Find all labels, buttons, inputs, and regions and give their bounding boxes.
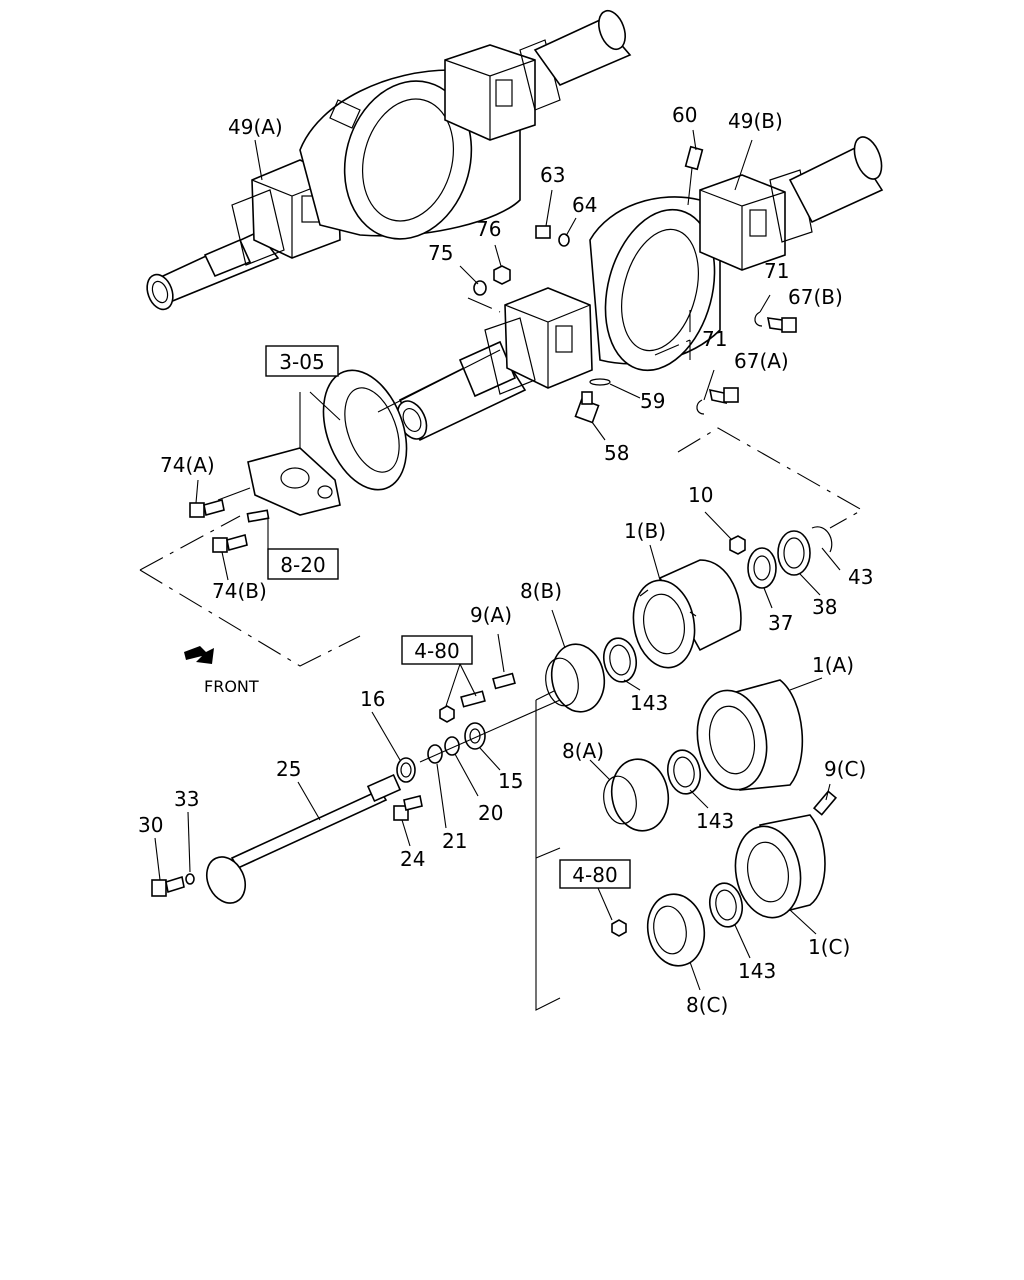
stud-9a <box>492 672 516 690</box>
ref-box-3-05: 3-05 <box>265 345 339 377</box>
leader-lines <box>154 129 841 991</box>
label-38: 38 <box>812 595 837 619</box>
label-43: 43 <box>848 565 873 589</box>
label-76: 76 <box>476 217 501 241</box>
label-9c: 9(C) <box>824 757 866 781</box>
label-58: 58 <box>604 441 629 465</box>
ref-3-05-text: 3-05 <box>279 350 324 374</box>
part-labels: 49(A) 49(B) 60 63 64 76 75 71 67(B) 71 6… <box>138 103 873 1017</box>
bolt-63 <box>535 225 551 239</box>
label-8c: 8(C) <box>686 993 728 1017</box>
ring-20 <box>444 736 460 756</box>
brake-anchor-bracket <box>247 447 341 516</box>
label-9a: 9(A) <box>470 603 512 627</box>
label-10: 10 <box>688 483 713 507</box>
bolt-67a <box>708 387 739 405</box>
ref-box-4-80-upper: 4-80 <box>401 635 473 665</box>
bearing-15 <box>464 722 486 750</box>
label-67b: 67(B) <box>788 285 843 309</box>
nut-76 <box>493 265 511 285</box>
hub-8c <box>646 893 706 967</box>
label-64: 64 <box>572 193 597 217</box>
label-1c: 1(C) <box>808 935 850 959</box>
bearing-37 <box>747 547 777 589</box>
bolt-30 <box>151 875 185 897</box>
ring-21 <box>427 744 443 764</box>
label-1a: 1(A) <box>812 653 854 677</box>
label-21: 21 <box>442 829 467 853</box>
gasket-59 <box>589 378 611 386</box>
label-59: 59 <box>640 389 665 413</box>
snap-ring-43 <box>811 526 833 553</box>
oil-seal-143-middle <box>666 749 702 795</box>
label-25: 25 <box>276 757 301 781</box>
axle-housing-49b <box>396 136 884 442</box>
label-8a: 8(A) <box>562 739 604 763</box>
drum-1c <box>734 814 826 919</box>
nut-4-80-lower <box>611 919 627 937</box>
bolt-74b <box>212 533 248 553</box>
pin-8-20 <box>246 509 270 523</box>
nut-10 <box>729 535 746 555</box>
stud-9c <box>812 790 838 816</box>
front-label: FRONT <box>204 677 259 696</box>
label-143-upper: 143 <box>630 691 668 715</box>
front-arrow-icon <box>184 646 214 664</box>
label-20: 20 <box>478 801 503 825</box>
nut-4-80-upper <box>439 690 486 723</box>
label-1b: 1(B) <box>624 519 666 543</box>
bolt-24 <box>393 795 423 821</box>
hub-1b <box>632 559 742 669</box>
label-74b: 74(B) <box>212 579 267 603</box>
drum-1a <box>696 679 804 791</box>
axle-shaft-25 <box>205 773 402 904</box>
label-24: 24 <box>400 847 425 871</box>
label-30: 30 <box>138 813 163 837</box>
washer-33 <box>185 873 195 885</box>
label-71-lower: 71 <box>702 327 727 351</box>
ref-4-80-lower-text: 4-80 <box>572 863 617 887</box>
label-67a: 67(A) <box>734 349 789 373</box>
bolt-74a <box>189 498 225 518</box>
label-74a: 74(A) <box>160 453 215 477</box>
ref-8-20-text: 8-20 <box>280 553 325 577</box>
label-16: 16 <box>360 687 385 711</box>
label-37: 37 <box>768 611 793 635</box>
oil-seal-143-lower <box>708 882 744 928</box>
ref-box-8-20: 8-20 <box>267 548 339 580</box>
bolt-67b <box>766 317 797 333</box>
washer-64 <box>558 233 570 247</box>
oil-seal-16 <box>396 757 416 783</box>
lock-ring-71b <box>754 311 763 327</box>
label-75: 75 <box>428 241 453 265</box>
oil-seal-38 <box>777 530 811 576</box>
label-71-upper: 71 <box>764 259 789 283</box>
hub-8a <box>603 758 670 832</box>
label-60: 60 <box>672 103 697 127</box>
axle-housing-49a <box>146 9 632 311</box>
ref-box-4-80-lower: 4-80 <box>559 859 631 889</box>
label-49a: 49(A) <box>228 115 283 139</box>
label-49b: 49(B) <box>728 109 783 133</box>
breather-60 <box>684 145 704 206</box>
label-8b: 8(B) <box>520 579 562 603</box>
washer-75 <box>473 280 487 296</box>
label-15: 15 <box>498 769 523 793</box>
oil-seal-143-upper <box>602 637 638 683</box>
lock-ring-71a <box>696 399 705 415</box>
label-143-middle: 143 <box>696 809 734 833</box>
label-143-lower: 143 <box>738 959 776 983</box>
drain-plug-58 <box>574 391 600 424</box>
brake-dust-shield <box>322 349 501 491</box>
hub-8b <box>545 643 606 713</box>
label-33: 33 <box>174 787 199 811</box>
label-63: 63 <box>540 163 565 187</box>
ref-4-80-upper-text: 4-80 <box>414 639 459 663</box>
